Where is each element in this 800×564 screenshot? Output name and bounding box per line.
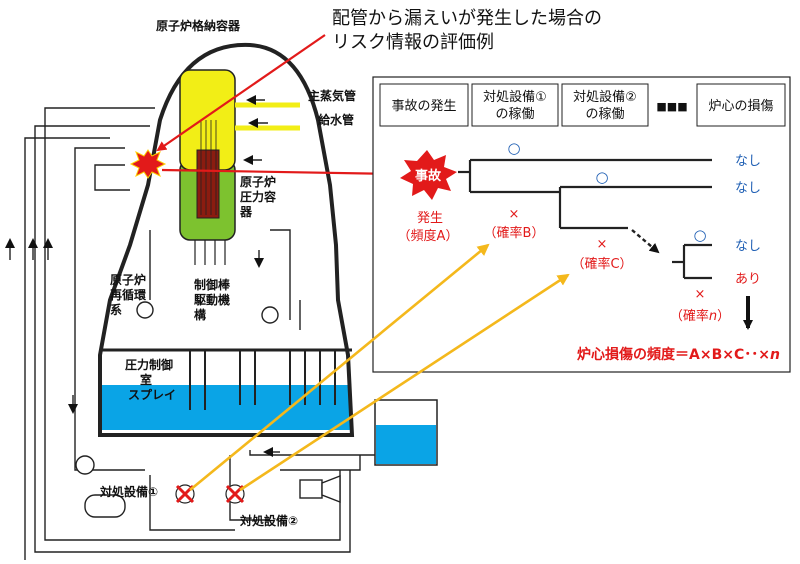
equip2-label: 対処設備② bbox=[239, 513, 298, 528]
containment-label: 原子炉格納容器 bbox=[156, 18, 241, 33]
leak-burst-icon bbox=[129, 149, 167, 179]
rpv-label-1: 原子炉 bbox=[240, 174, 276, 189]
annotation-line-1: 配管から漏えいが発生した場合の bbox=[332, 8, 602, 29]
probability-n-var: n bbox=[709, 309, 717, 324]
main-steam-label: 主蒸気管 bbox=[308, 88, 356, 103]
heat-exchanger-icon bbox=[84, 494, 126, 518]
crd-label-1: 制御棒 bbox=[194, 277, 231, 292]
crd-label-3: 構 bbox=[194, 307, 206, 322]
header-occurrence: 事故の発生 bbox=[391, 99, 456, 114]
annotation-line-2: リスク情報の評価例 bbox=[332, 32, 494, 53]
outcome-none-1: なし bbox=[735, 154, 761, 169]
eccs-pump-icon bbox=[75, 455, 95, 475]
feedwater-label: 給水管 bbox=[318, 112, 354, 127]
motor-icon bbox=[299, 479, 323, 499]
header-equip2-line1: 対処設備② bbox=[573, 89, 637, 105]
success-mark-n: ○ bbox=[693, 226, 706, 244]
initiator-label: 事故 bbox=[415, 168, 442, 184]
continuation-arrow bbox=[631, 229, 660, 254]
outcome-none-3: なし bbox=[735, 239, 761, 254]
tree-branches bbox=[458, 158, 712, 280]
initiator-burst-icon bbox=[400, 150, 457, 200]
event-tree-panel: 事故の発生 対処設備① の稼働 対処設備② の稼働 ■■■ 炉心の損傷 事故 発… bbox=[372, 76, 791, 373]
outcome-yes: あり bbox=[735, 272, 761, 287]
leak-to-tree-arrow bbox=[161, 168, 400, 179]
formula-var: n bbox=[770, 347, 780, 363]
spray-label: スプレイ bbox=[128, 387, 176, 402]
header-ellipsis: ■■■ bbox=[656, 100, 687, 113]
header-equip1-line1: 対処設備① bbox=[483, 89, 547, 105]
fuel-rods bbox=[200, 120, 217, 215]
control-rod-drives bbox=[194, 240, 226, 265]
header-cell-equip1 bbox=[471, 83, 559, 127]
header-equip2-line2: の稼働 bbox=[585, 107, 624, 122]
header-core-damage: 炉心の損傷 bbox=[708, 99, 773, 114]
success-mark-equip2: ○ bbox=[595, 168, 608, 186]
reactor-core bbox=[196, 149, 220, 219]
header-cell-equip2 bbox=[561, 83, 649, 127]
formula: 炉心損傷の頻度＝A×B×C･･×n bbox=[577, 346, 780, 363]
recirc-pump-icon bbox=[136, 301, 154, 319]
rpv-label-2: 圧力容 bbox=[240, 189, 276, 204]
probability-c-label: （確率C） bbox=[571, 256, 632, 272]
fail-mark-n: × bbox=[695, 287, 706, 302]
annotation-pointer bbox=[156, 34, 326, 152]
probability-n-prefix: （確率 bbox=[670, 308, 709, 324]
fail-mark-equip1: × bbox=[509, 207, 520, 222]
fail-mark-equip2: × bbox=[597, 237, 608, 252]
flow-arrows bbox=[4, 95, 280, 457]
containment-vessel-outline bbox=[98, 42, 355, 437]
frequency-a-label: （頻度A） bbox=[398, 228, 459, 244]
probability-n-suffix: ） bbox=[717, 309, 730, 324]
water-tank-water bbox=[376, 425, 436, 464]
recirc-label-3: 系 bbox=[110, 302, 122, 317]
equip1-label: 対処設備① bbox=[99, 484, 158, 499]
recirc-label-2: 再循環 bbox=[110, 287, 147, 302]
probability-n-label: （確率n） bbox=[670, 308, 730, 324]
outcome-none-2: なし bbox=[735, 181, 761, 196]
occurrence-label: 発生 bbox=[417, 211, 443, 226]
link-arrow-equip1 bbox=[189, 243, 490, 492]
suppression-label-2: 室 bbox=[140, 372, 152, 387]
suppression-label-1: 圧力制御 bbox=[125, 357, 173, 372]
header-equip1-line2: の稼働 bbox=[495, 107, 534, 122]
motor-shaft-icon bbox=[321, 474, 341, 504]
external-piping bbox=[24, 107, 380, 560]
pump-icon bbox=[261, 306, 279, 324]
formula-text: 炉心損傷の頻度＝A×B×C･･× bbox=[577, 346, 770, 363]
link-arrow-equip2 bbox=[239, 273, 570, 492]
recirc-label-1: 原子炉 bbox=[110, 272, 146, 287]
success-mark-equip1: ○ bbox=[507, 139, 520, 157]
rpv-label-3: 器 bbox=[239, 205, 253, 219]
probability-b-label: （確率B） bbox=[484, 225, 545, 241]
crd-label-2: 駆動機 bbox=[194, 292, 230, 307]
header-cell-core-damage bbox=[696, 83, 786, 127]
header-cell-occurrence bbox=[379, 83, 469, 127]
